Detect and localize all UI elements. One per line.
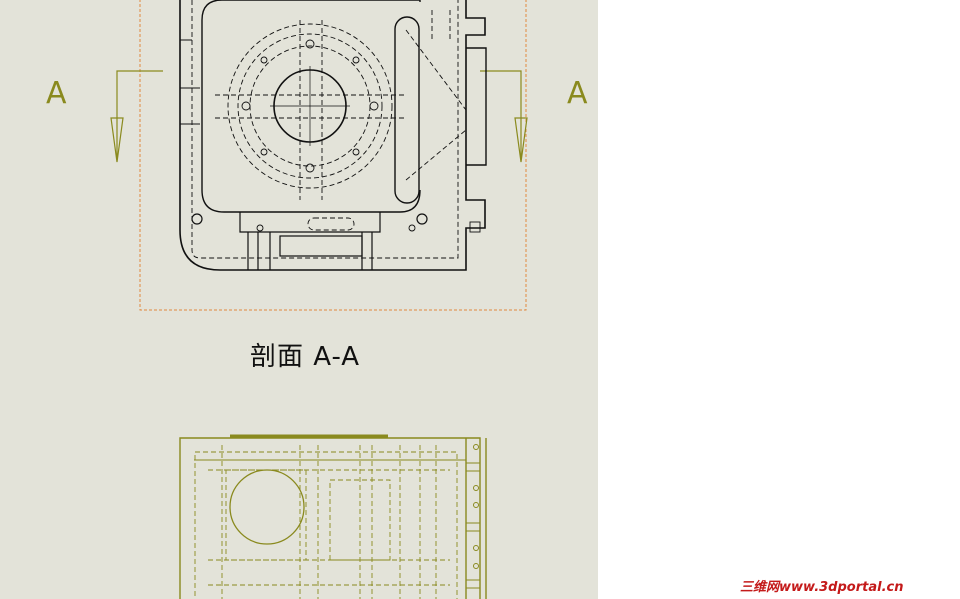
drawing-sheet: A A 剖面 A-A <box>0 0 598 599</box>
section-view-small-holes <box>241 39 481 233</box>
section-view-boundary <box>139 0 527 311</box>
section-caption: 剖面 A-A <box>250 342 361 372</box>
section-marker-left: A <box>46 76 67 111</box>
section-view-a-a <box>179 0 487 271</box>
lower-view-side-fasteners <box>465 444 481 589</box>
lower-view-hidden-lines <box>194 445 458 599</box>
section-line-right <box>480 70 528 163</box>
lower-view <box>179 434 487 599</box>
section-line-left <box>110 70 163 163</box>
cad-drawing <box>110 0 528 599</box>
watermark: 三维网www.3dportal.cn <box>740 580 904 595</box>
section-view-hidden-lines <box>191 0 467 259</box>
section-view-centerlines <box>270 66 350 146</box>
section-marker-right: A <box>567 76 588 111</box>
